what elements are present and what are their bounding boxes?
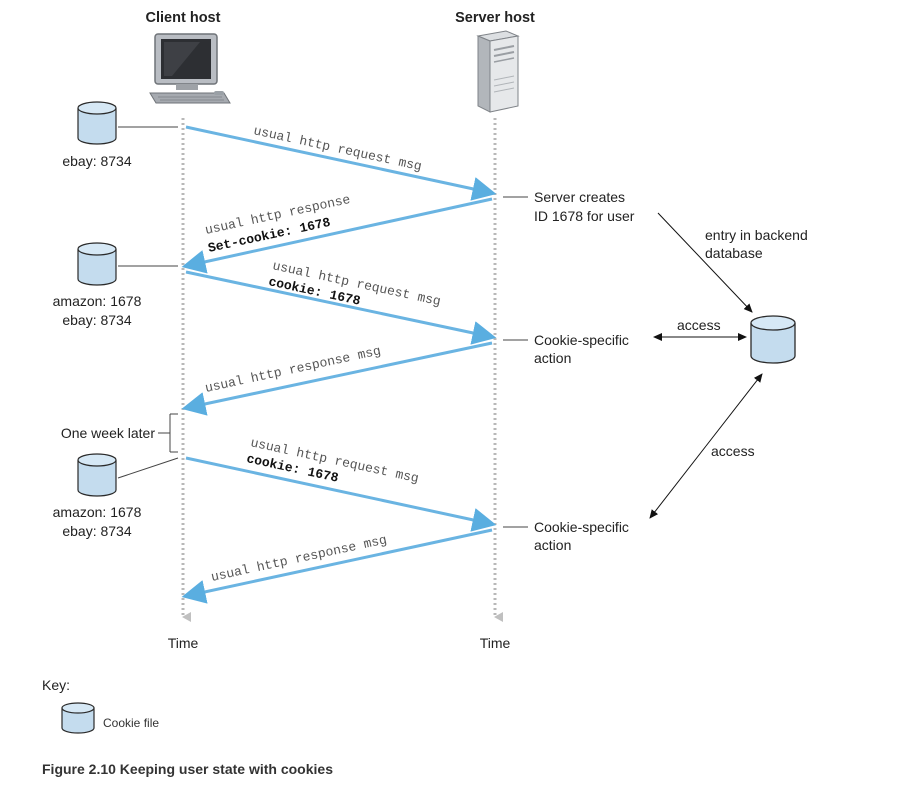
server-note-1-line2: ID 1678 for user — [534, 208, 635, 224]
client-computer-icon — [149, 33, 231, 104]
server-note-2-line1: Cookie-specific — [534, 332, 629, 348]
key-title: Key: — [42, 677, 70, 693]
cookie-file-icon-2 — [77, 242, 117, 286]
cookie-3-text-line2: ebay: 8734 — [62, 523, 131, 539]
request-arrow-2 — [185, 270, 497, 345]
backend-entry-label-line1: entry in backend — [705, 227, 808, 243]
client-host-header: Client host — [146, 10, 221, 26]
server-tower-icon — [476, 30, 520, 113]
access-label-2: access — [711, 443, 755, 459]
server-note-3-line2: action — [534, 537, 571, 553]
key-cookie-file-label: Cookie file — [103, 716, 159, 730]
access-label-1: access — [677, 317, 721, 333]
backend-entry-label-line2: database — [705, 245, 763, 261]
request-msg-label-1: usual http request msg — [252, 123, 423, 174]
cookie-connector-3 — [117, 457, 179, 479]
client-time-label: Time — [168, 635, 199, 651]
server-host-header: Server host — [455, 10, 535, 26]
server-note-2-line2: action — [534, 350, 571, 366]
cookie-2-text-line1: amazon: 1678 — [53, 293, 142, 309]
response-msg-label-2: usual http response msg — [204, 343, 383, 396]
entry-arrow — [657, 212, 753, 313]
key-cookie-file-icon — [61, 702, 95, 734]
one-week-bracket — [158, 413, 178, 453]
server-time-label: Time — [480, 635, 511, 651]
one-week-later-label: One week later — [61, 425, 155, 441]
request-arrow-1 — [185, 125, 497, 201]
cookie-1-text: ebay: 8734 — [62, 153, 131, 169]
response-arrow-1 — [181, 197, 493, 274]
access-arrow-down-2 — [649, 445, 707, 519]
figure-caption: Figure 2.10 Keeping user state with cook… — [42, 761, 333, 777]
request-arrow-3 — [185, 456, 497, 532]
cookie-file-icon-1 — [77, 101, 117, 145]
server-note-3-line1: Cookie-specific — [534, 519, 629, 535]
access-arrow-up-2 — [705, 373, 763, 447]
response-arrow-2 — [181, 341, 493, 416]
response-arrow-3 — [181, 528, 493, 604]
backend-database-icon — [750, 315, 796, 364]
cookie-2-text-line2: ebay: 8734 — [62, 312, 131, 328]
server-note-1-line1: Server creates — [534, 189, 625, 205]
cookie-3-text-line1: amazon: 1678 — [53, 504, 142, 520]
cookie-file-icon-3 — [77, 453, 117, 497]
